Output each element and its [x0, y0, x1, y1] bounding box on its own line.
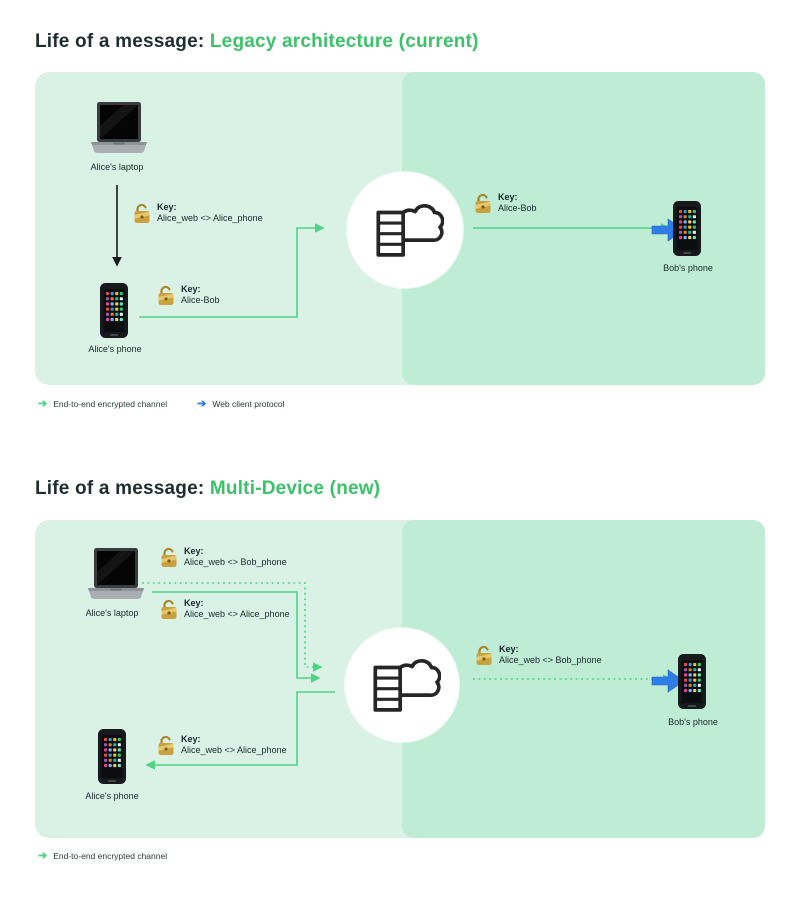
key-value: Alice_web <> Bob_phone	[499, 655, 602, 665]
lock-icon	[157, 734, 175, 756]
web-protocol-arrow-icon	[651, 667, 685, 695]
legend-label: Web client protocol	[212, 399, 285, 409]
lock-icon	[474, 192, 492, 214]
key-alice-web-bob-phone-top: Key: Alice_web <> Bob_phone	[160, 546, 287, 568]
key-value: Alice-Bob	[498, 203, 537, 213]
legacy-connection-lines	[112, 185, 671, 318]
multidevice-connection-lines	[142, 582, 673, 770]
legend-item-e2e: ➔ End-to-end encrypted channel	[38, 398, 168, 410]
legend-item-e2e: ➔ End-to-end encrypted channel	[38, 850, 168, 862]
key-value: Alice_web <> Alice_phone	[184, 609, 290, 619]
page-title-multidevice: Life of a message: Multi-Device (new)	[35, 478, 380, 500]
key-label: Key:	[498, 192, 518, 202]
legend-label: End-to-end encrypted channel	[53, 399, 168, 409]
server-cloud-icon	[363, 650, 441, 720]
legacy-legend: ➔ End-to-end encrypted channel ➔ Web cli…	[38, 398, 285, 410]
arrow-phone-to-server	[139, 223, 325, 318]
legacy-diagram-panel: Alice's laptop Key: Alice_web <> Alice_p…	[35, 72, 765, 385]
key-value: Alice_web <> Bob_phone	[184, 557, 287, 567]
bob-phone-label: Bob's phone	[663, 263, 713, 273]
title2-prefix: Life of a message:	[35, 478, 205, 499]
green-arrow-icon: ➔	[38, 398, 48, 410]
title1-prefix: Life of a message:	[35, 31, 205, 52]
alice-phone-icon	[99, 282, 129, 339]
key-label: Key:	[181, 734, 201, 744]
lock-icon	[475, 644, 493, 666]
key-label: Key:	[157, 202, 177, 212]
bob-phone-icon	[672, 200, 702, 257]
page-title-legacy: Life of a message: Legacy architecture (…	[35, 31, 479, 53]
key-label: Key:	[184, 598, 204, 608]
key-value: Alice_web <> Alice_phone	[157, 213, 263, 223]
whatsapp-server-node	[345, 628, 459, 742]
alice-laptop-label: Alice's laptop	[90, 162, 144, 172]
key-alice-bob-left: Key: Alice-Bob	[157, 284, 220, 306]
key-value: Alice-Bob	[181, 295, 220, 305]
key-alice-bob-right: Key: Alice-Bob	[474, 192, 537, 214]
alice-phone-icon	[97, 728, 127, 785]
multidevice-diagram-panel: Alice's laptop Key: Alice_web <> Bob_pho…	[35, 520, 765, 838]
key-label: Key:	[181, 284, 201, 294]
key-label: Key:	[499, 644, 519, 654]
lock-icon	[133, 202, 151, 224]
whatsapp-server-node	[347, 172, 463, 288]
title1-highlight: Legacy architecture (current)	[209, 31, 479, 52]
key-label: Key:	[184, 546, 204, 556]
laptop-icon	[88, 102, 150, 157]
alice-laptop-label: Alice's laptop	[85, 608, 139, 618]
solid-arrow-laptop-to-server	[152, 591, 321, 683]
green-arrow-icon: ➔	[38, 850, 48, 862]
key-value: Alice_web <> Alice_phone	[181, 745, 287, 755]
title2-highlight: Multi-Device (new)	[209, 478, 381, 499]
lock-icon	[160, 598, 178, 620]
arrow-server-to-alice-phone	[145, 691, 335, 770]
server-cloud-icon	[366, 195, 444, 265]
multidevice-legend: ➔ End-to-end encrypted channel	[38, 850, 168, 862]
alice-phone-label: Alice's phone	[88, 344, 142, 354]
key-alice-web-bob-phone-right: Key: Alice_web <> Bob_phone	[475, 644, 602, 666]
alice-phone-label: Alice's phone	[85, 791, 139, 801]
legend-label: End-to-end encrypted channel	[53, 851, 168, 861]
dotted-arrow-laptop-to-server	[142, 582, 323, 672]
bob-phone-icon	[677, 653, 707, 710]
key-alice-web-alice-phone-bottom: Key: Alice_web <> Alice_phone	[157, 734, 287, 756]
legend-item-web: ➔ Web client protocol	[197, 398, 285, 410]
lock-icon	[157, 284, 175, 306]
lock-icon	[160, 546, 178, 568]
key-alice-web-alice-phone-mid: Key: Alice_web <> Alice_phone	[160, 598, 290, 620]
blue-arrow-icon: ➔	[197, 398, 207, 410]
bob-phone-label: Bob's phone	[668, 717, 718, 727]
laptop-icon	[85, 548, 147, 603]
key-alice-web-alice-phone: Key: Alice_web <> Alice_phone	[133, 202, 263, 224]
